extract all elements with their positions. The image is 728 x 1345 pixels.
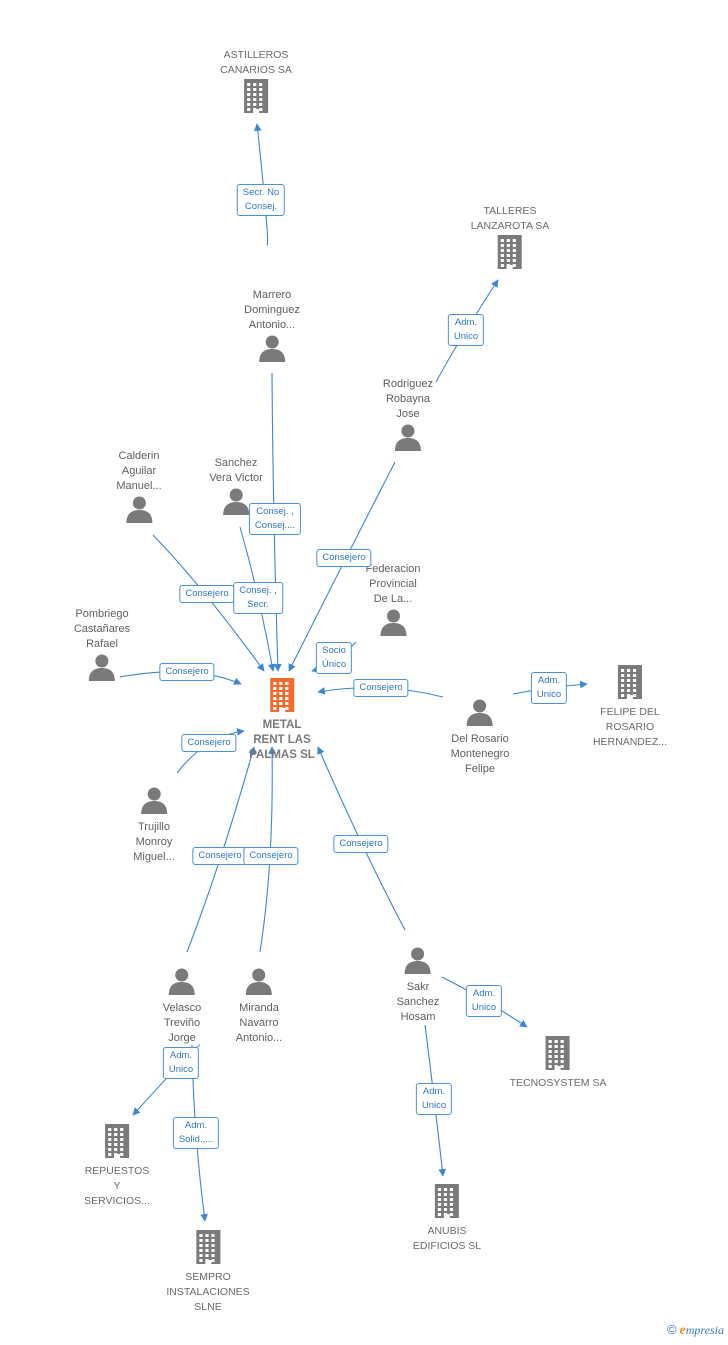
graph-node-pombriego[interactable]: Pombriego Castañares Rafael [74,607,130,687]
building-icon [494,234,526,275]
node-label: Miranda Navarro Antonio... [235,1002,283,1044]
person-icon [257,333,287,368]
graph-node-marrero[interactable]: Marrero Dominguez Antonio... [244,288,300,368]
edge-role-label[interactable]: Consej. , Secr. [233,582,283,614]
edge-role-label[interactable]: Consejero [181,734,237,752]
node-label: Calderin Aguilar Manuel... [116,450,162,492]
building-icon [192,1229,224,1270]
node-label: REPUESTOS Y SERVICIOS... [84,1165,150,1207]
node-label: Sakr Sanchez Hosam [396,981,440,1023]
graph-node-rodriguez[interactable]: Rodriguez Robayna Jose [383,377,433,457]
node-label: Marrero Dominguez Antonio... [244,289,300,331]
building-icon [614,664,646,705]
edge-role-label[interactable]: Socio Único [315,642,353,674]
edge-role-label[interactable]: Consejero [243,847,299,865]
node-label: TALLERES LANZAROTA SA [470,205,550,232]
node-label: SEMPRO INSTALACIONES SLNE [166,1271,250,1313]
person-icon [393,422,423,457]
edge-role-label[interactable]: Adm. Unico [415,1083,453,1115]
graph-node-velasco[interactable]: Velasco Treviño Jorge [162,966,202,1046]
graph-node-calderin[interactable]: Calderin Aguilar Manuel... [116,449,162,529]
graph-node-sanchez-vera[interactable]: Sanchez Vera Victor [209,456,263,521]
edge-role-label[interactable]: Consejero [159,663,215,681]
graph-node-trujillo[interactable]: Trujillo Monroy Miguel... [133,785,175,865]
person-icon [465,697,495,732]
person-icon [221,486,251,521]
building-icon [431,1183,463,1224]
graph-node-main[interactable]: METAL RENT LAS PALMAS SL [249,677,315,763]
graph-node-repuestos[interactable]: REPUESTOS Y SERVICIOS... [84,1123,150,1209]
graph-node-del-rosario[interactable]: Del Rosario Montenegro Felipe [450,697,510,777]
graph-node-astilleros[interactable]: ASTILLEROS CANARIOS SA [220,48,292,119]
edge-role-label[interactable]: Consej. , Consej.... [248,503,302,535]
graph-node-federacion[interactable]: Federacion Provincial De La... [365,562,421,642]
building-icon [266,677,298,718]
graph-node-felipe-del-rosario[interactable]: FELIPE DEL ROSARIO HERNANDEZ... [593,664,667,750]
graph-node-miranda[interactable]: Miranda Navarro Antonio... [236,966,282,1046]
node-label: FELIPE DEL ROSARIO HERNANDEZ... [592,706,668,748]
node-label: Velasco Treviño Jorge [162,1002,202,1044]
edge-role-label[interactable]: Secr. No Consej. [236,184,286,216]
edge-role-label[interactable]: Adm. Unico [465,985,503,1017]
edge-role-label[interactable]: Adm. Unico [162,1047,200,1079]
building-icon [101,1123,133,1164]
person-icon [167,966,197,1001]
node-label: Pombriego Castañares Rafael [73,608,131,650]
person-icon [403,945,433,980]
graph-node-sempro[interactable]: SEMPRO INSTALACIONES SLNE [166,1229,250,1315]
brand-logo-text: mpresia [685,1323,724,1337]
node-label: METAL RENT LAS PALMAS SL [249,719,315,761]
person-icon [244,966,274,1001]
graph-node-tecnosystem[interactable]: TECNOSYSTEM SA [509,1035,607,1091]
node-label: ASTILLEROS CANARIOS SA [220,49,292,76]
node-label: Rodriguez Robayna Jose [382,378,434,420]
node-label: ANUBIS EDIFICIOS SL [412,1225,482,1252]
person-icon [378,607,408,642]
edge-role-label[interactable]: Adm. Unico [530,672,568,704]
node-label: TECNOSYSTEM SA [509,1077,607,1089]
edge-role-label[interactable]: Consejero [316,549,372,567]
edge-role-label[interactable]: Consejero [333,835,389,853]
copyright-symbol: © [666,1322,677,1337]
edge-role-label[interactable]: Consejero [353,679,409,697]
edge-role-label[interactable]: Adm. Unico [447,314,485,346]
edge-role-label[interactable]: Adm. Solid.,... [172,1117,220,1149]
person-icon [139,785,169,820]
person-icon [124,494,154,529]
graph-node-sakr[interactable]: Sakr Sanchez Hosam [396,945,440,1025]
node-label: Trujillo Monroy Miguel... [133,821,175,863]
graph-node-talleres[interactable]: TALLERES LANZAROTA SA [470,204,550,275]
node-label: Del Rosario Montenegro Felipe [450,733,510,775]
building-icon [240,78,272,119]
graph-node-anubis[interactable]: ANUBIS EDIFICIOS SL [413,1183,481,1254]
edge-role-label[interactable]: Consejero [192,847,248,865]
brand-logo-initial: e [679,1323,686,1338]
brand-footer[interactable]: © empresia [667,1322,724,1339]
node-label: Federacion Provincial De La... [365,563,421,605]
building-icon [542,1035,574,1076]
node-label: Sanchez Vera Victor [209,457,263,484]
edge-role-label[interactable]: Consejero [179,585,235,603]
person-icon [87,652,117,687]
